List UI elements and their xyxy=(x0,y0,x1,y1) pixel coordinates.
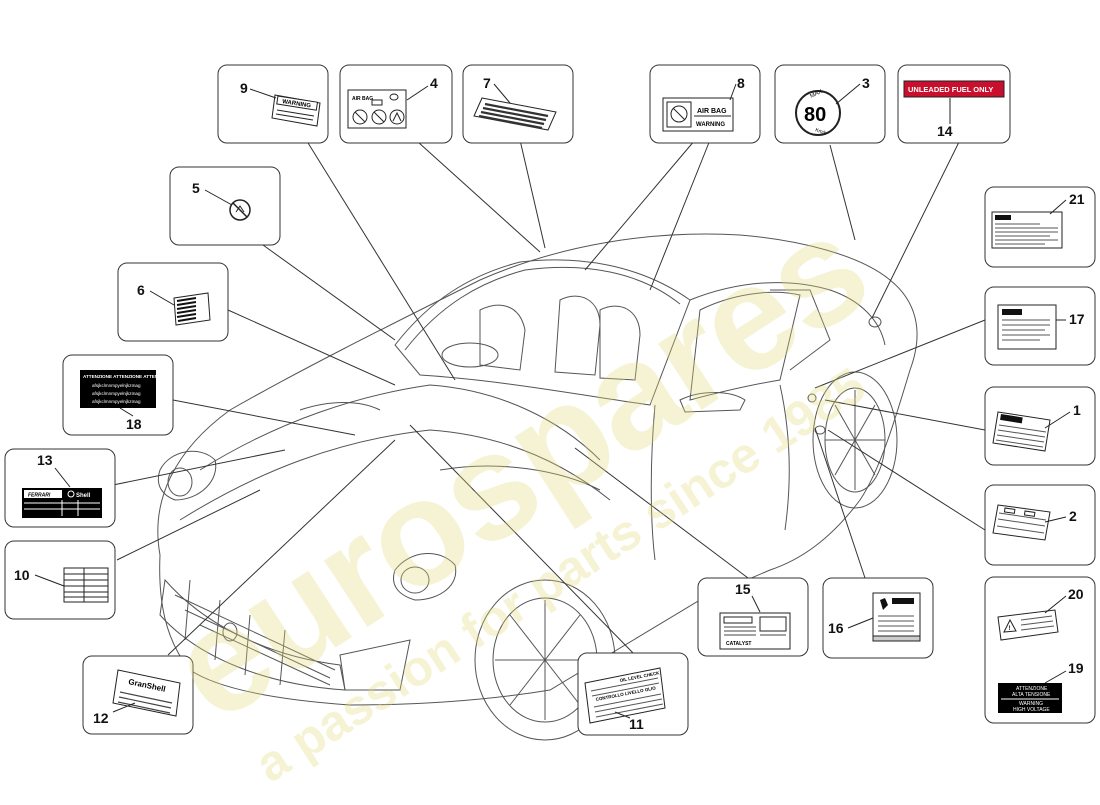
label-15-catalyst: CATALYST xyxy=(719,612,791,650)
label-8-airbag-warning: AIR BAG WARNING xyxy=(662,97,734,132)
leader-17 xyxy=(814,319,986,389)
label-13-shell: Shell xyxy=(76,493,91,499)
leader-10 xyxy=(116,489,261,561)
car-illustration xyxy=(157,233,918,741)
leader-13 xyxy=(112,449,286,486)
label-16-ferrari-card xyxy=(872,592,921,642)
callout-19: 19 xyxy=(1068,660,1084,676)
svg-text:!: ! xyxy=(1009,626,1011,632)
callout-2: 2 xyxy=(1069,508,1077,524)
label-18-line-2: afsjkclmnmpyelnjkzmag xyxy=(92,391,141,396)
leader-12 xyxy=(167,439,396,656)
label-3-unit: Km/h xyxy=(814,127,827,137)
label-19-warning: WARNING xyxy=(1019,701,1043,707)
label-19-high-voltage: ATTENZIONE ALTA TENSIONE WARNING HIGH VO… xyxy=(998,683,1062,713)
box-5 xyxy=(169,166,281,246)
callout-5: 5 xyxy=(192,180,200,196)
leader-2 xyxy=(827,429,986,531)
label-5-circle-symbol xyxy=(229,199,251,221)
box-14 xyxy=(897,64,1011,144)
callout-pointers xyxy=(34,83,1071,719)
leader-7 xyxy=(519,139,546,249)
callout-11: 11 xyxy=(629,716,644,732)
callout-17: 17 xyxy=(1069,311,1085,327)
label-12-granshell: GranShell xyxy=(112,669,181,717)
leader-lines xyxy=(112,129,986,656)
leader-3 xyxy=(829,144,856,241)
label-8-warning-text: WARNING xyxy=(696,122,725,128)
label-1-card xyxy=(992,411,1051,452)
label-4-airbag-child: AIR BAG xyxy=(347,89,407,129)
callout-21: 21 xyxy=(1069,191,1085,207)
label-14-text: UNLEADED FUEL ONLY xyxy=(908,85,993,94)
callout-10: 10 xyxy=(14,567,30,583)
callout-7: 7 xyxy=(483,75,491,91)
callout-13: 13 xyxy=(37,452,53,468)
label-19-alta-tensione: ALTA TENSIONE xyxy=(1012,692,1051,698)
label-15-text: CATALYST xyxy=(726,641,751,647)
label-18-header: ATTENZIONE ATTENZIONE ATTENZIONE xyxy=(83,374,172,379)
label-2-card xyxy=(992,504,1051,541)
label-9-warning-card: WARNING xyxy=(271,94,321,127)
callout-6: 6 xyxy=(137,282,145,298)
leader-8b xyxy=(649,139,711,291)
label-4-text: AIR BAG xyxy=(352,96,373,102)
leader-4 xyxy=(417,141,541,253)
callout-1: 1 xyxy=(1073,402,1081,418)
leader-9 xyxy=(299,129,456,381)
callout-15: 15 xyxy=(735,581,751,597)
label-19-attenzione: ATTENZIONE xyxy=(1016,686,1048,692)
label-11-oil-check: OIL LEVEL CHECK CONTROLLO LIVELLO OLIO xyxy=(584,667,666,724)
label-18-line-1: afsjkclmnmpyelnjkzmag xyxy=(92,383,141,388)
leader-8a xyxy=(584,139,696,271)
callout-4: 4 xyxy=(430,75,438,91)
leader-6 xyxy=(227,309,396,386)
leader-5 xyxy=(262,244,396,341)
leader-18 xyxy=(172,399,356,436)
label-18-line-3: afsjkclmnmpyelnjkzmag xyxy=(92,399,141,404)
callout-9: 9 xyxy=(240,80,248,96)
callout-8: 8 xyxy=(737,75,745,91)
callout-3: 3 xyxy=(862,75,870,91)
callout-12: 12 xyxy=(93,710,109,726)
label-18-attenzione: ATTENZIONE ATTENZIONE ATTENZIONE afsjkcl… xyxy=(80,370,172,408)
label-17-document xyxy=(997,304,1057,350)
label-9-text: WARNING xyxy=(282,99,312,110)
leader-11 xyxy=(409,424,636,656)
label-10-grid xyxy=(63,567,109,603)
box-6 xyxy=(117,262,229,342)
label-3-speed-limit: MAX 80 Km/h xyxy=(795,89,841,137)
label-8-airbag-text: AIR BAG xyxy=(697,108,727,115)
leader-16 xyxy=(814,427,866,579)
label-14-unleaded: UNLEADED FUEL ONLY xyxy=(903,80,1005,98)
callout-20: 20 xyxy=(1068,586,1084,602)
leader-15 xyxy=(574,447,749,579)
label-13-shell-table: FERRARI Shell xyxy=(22,488,102,518)
label-21-document xyxy=(991,211,1063,249)
label-3-speed: 80 xyxy=(804,104,826,126)
callout-boxes xyxy=(4,64,1096,736)
label-20-triangle: ! xyxy=(997,609,1059,641)
callout-18: 18 xyxy=(126,416,142,432)
svg-text:FERRARI: FERRARI xyxy=(28,493,51,499)
callout-16: 16 xyxy=(828,620,844,636)
label-19-high-voltage-text: HIGH VOLTAGE xyxy=(1013,707,1050,713)
callout-14: 14 xyxy=(937,123,953,139)
leader-14 xyxy=(871,139,961,319)
leader-1 xyxy=(824,399,986,431)
label-6-tag xyxy=(173,292,211,326)
label-7-skewed-card xyxy=(473,97,557,131)
callout-numbers: 9 4 7 8 3 14 5 6 18 13 10 12 11 15 16 21… xyxy=(14,75,1085,732)
label-3-max: MAX xyxy=(809,89,823,100)
